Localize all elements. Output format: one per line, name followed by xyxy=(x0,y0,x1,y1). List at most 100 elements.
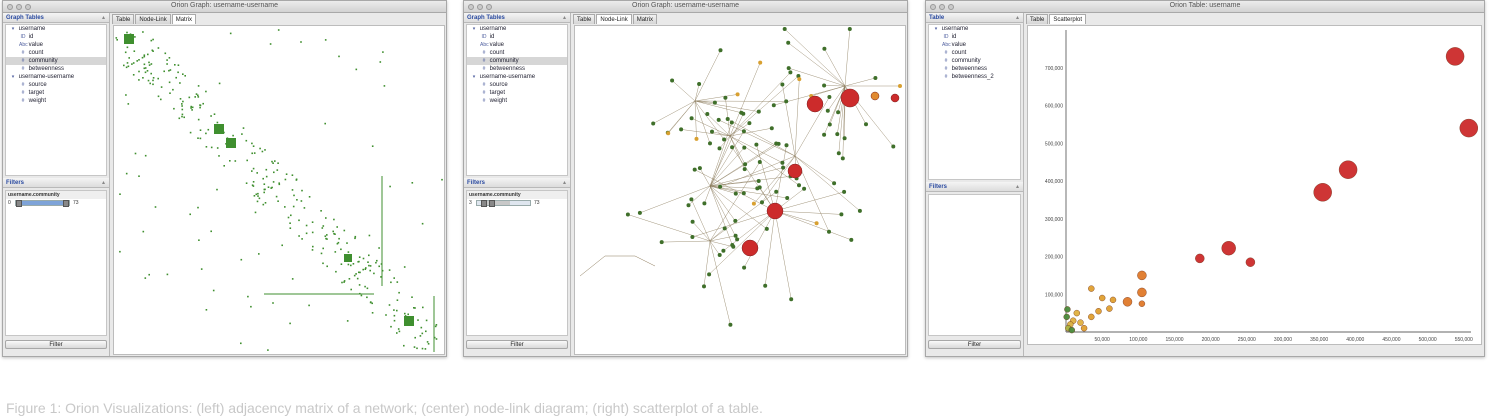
collapse-icon[interactable]: ▴ xyxy=(102,14,105,21)
tree-item[interactable]: # target xyxy=(6,89,106,97)
y-tick-label: 500,000 xyxy=(1045,141,1063,147)
slider-track[interactable] xyxy=(15,200,70,206)
tree-item[interactable]: # betweenness xyxy=(929,65,1020,73)
tree-item[interactable]: # target xyxy=(467,89,567,97)
edge xyxy=(653,101,695,124)
tree-header: Graph Tables▴ xyxy=(464,13,570,23)
tab-scatterplot[interactable]: Scatterplot xyxy=(1049,14,1086,24)
tree-item[interactable]: ▾ username-username xyxy=(467,73,567,81)
window-title: Orion Table: username xyxy=(926,2,1484,9)
tree-item[interactable]: # betweenness xyxy=(467,65,567,73)
matrix-cell xyxy=(150,73,152,75)
tree-item[interactable]: ID id xyxy=(929,33,1020,41)
tree-item[interactable]: # betweenness xyxy=(6,65,106,73)
node xyxy=(734,234,738,238)
community-range-slider[interactable]: 0 73 xyxy=(8,200,104,207)
tree-item[interactable]: # community xyxy=(467,57,567,65)
y-tick-label: 100,000 xyxy=(1045,292,1063,298)
number-column-icon: # xyxy=(942,49,950,57)
matrix-cell xyxy=(165,53,167,55)
tree-item[interactable]: # count xyxy=(929,49,1020,57)
tree-item[interactable]: ▾ username xyxy=(467,25,567,33)
collapse-icon[interactable]: ▴ xyxy=(1016,14,1019,21)
matrix-cell xyxy=(192,107,194,109)
filter-button[interactable]: Filter xyxy=(928,340,1021,349)
tree-item[interactable]: Abc value xyxy=(467,41,567,49)
slider-track[interactable] xyxy=(476,200,531,206)
tab-table[interactable]: Table xyxy=(1026,14,1048,24)
tree-item[interactable]: # betweenness_2 xyxy=(929,73,1020,81)
tree-item[interactable]: ID id xyxy=(6,33,106,41)
matrix-cell xyxy=(312,246,314,248)
tree-item[interactable]: # community xyxy=(929,57,1020,65)
collapse-icon[interactable]: ▴ xyxy=(563,179,566,186)
node xyxy=(707,272,711,276)
tree-item[interactable]: ID id xyxy=(467,33,567,41)
tree-item[interactable]: # source xyxy=(467,81,567,89)
tree-item[interactable]: # community xyxy=(6,57,106,65)
edge xyxy=(710,176,791,186)
matrix-cell xyxy=(178,64,180,66)
tree-item[interactable]: # count xyxy=(467,49,567,57)
node xyxy=(770,126,774,130)
collapse-icon[interactable]: ▴ xyxy=(1016,183,1019,190)
node xyxy=(638,211,642,215)
matrix-cell xyxy=(338,238,340,240)
x-tick-label: 150,000 xyxy=(1165,337,1183,343)
tree-item[interactable]: # source xyxy=(6,81,106,89)
tab-table[interactable]: Table xyxy=(573,14,595,24)
tree-item[interactable]: ▾ username xyxy=(6,25,106,33)
matrix-cell xyxy=(394,320,396,322)
slider-max-handle[interactable] xyxy=(489,200,495,207)
collapse-icon[interactable]: ▴ xyxy=(563,14,566,21)
node xyxy=(730,121,734,125)
tree-item[interactable]: Abc value xyxy=(929,41,1020,49)
matrix-cell xyxy=(177,72,179,74)
collapse-icon[interactable]: ▴ xyxy=(102,179,105,186)
matrix-canvas[interactable] xyxy=(113,25,445,355)
tab-table[interactable]: Table xyxy=(112,14,134,24)
tree-item[interactable]: # weight xyxy=(467,97,567,105)
tree-item[interactable]: # count xyxy=(6,49,106,57)
matrix-cell xyxy=(172,89,174,91)
tab-node-link[interactable]: Node-Link xyxy=(596,14,631,24)
matrix-cell xyxy=(251,170,253,172)
matrix-cell xyxy=(128,66,130,68)
node xyxy=(780,83,784,87)
community-range-slider[interactable]: 3 73 xyxy=(469,200,565,207)
number-column-icon: # xyxy=(942,73,950,81)
edge xyxy=(730,136,799,185)
matrix-cell xyxy=(227,137,229,139)
slider-max-handle[interactable] xyxy=(63,200,69,207)
hub-node xyxy=(841,89,859,107)
tab-matrix[interactable]: Matrix xyxy=(172,14,196,24)
node-link-canvas[interactable] xyxy=(574,25,906,355)
tab-node-link[interactable]: Node-Link xyxy=(135,14,170,24)
tree-item[interactable]: ▾ username xyxy=(929,25,1020,33)
matrix-cell xyxy=(428,343,430,345)
number-column-icon: # xyxy=(19,97,27,105)
tree-item-label: betweenness xyxy=(27,66,64,72)
matrix-cell xyxy=(142,31,144,33)
slider-min-handle[interactable] xyxy=(481,200,487,207)
matrix-cell xyxy=(138,71,140,73)
number-column-icon: # xyxy=(480,57,488,65)
matrix-cell xyxy=(326,238,328,240)
tab-matrix[interactable]: Matrix xyxy=(633,14,657,24)
filter-button[interactable]: Filter xyxy=(466,340,568,349)
matrix-cell xyxy=(267,349,269,351)
slider-min-handle[interactable] xyxy=(16,200,22,207)
tree-item[interactable]: # weight xyxy=(6,97,106,105)
matrix-cell xyxy=(253,145,255,147)
tree-item[interactable]: ▾ username-username xyxy=(6,73,106,81)
matrix-cell xyxy=(277,162,279,164)
filter-button[interactable]: Filter xyxy=(5,340,107,349)
filter-panel xyxy=(928,194,1021,336)
tree-item[interactable]: Abc value xyxy=(6,41,106,49)
scatter-point xyxy=(1246,258,1255,267)
matrix-cell xyxy=(183,117,185,119)
tree-item-label: source xyxy=(27,82,47,88)
node xyxy=(754,143,758,147)
tree-item-label: username xyxy=(940,26,968,32)
